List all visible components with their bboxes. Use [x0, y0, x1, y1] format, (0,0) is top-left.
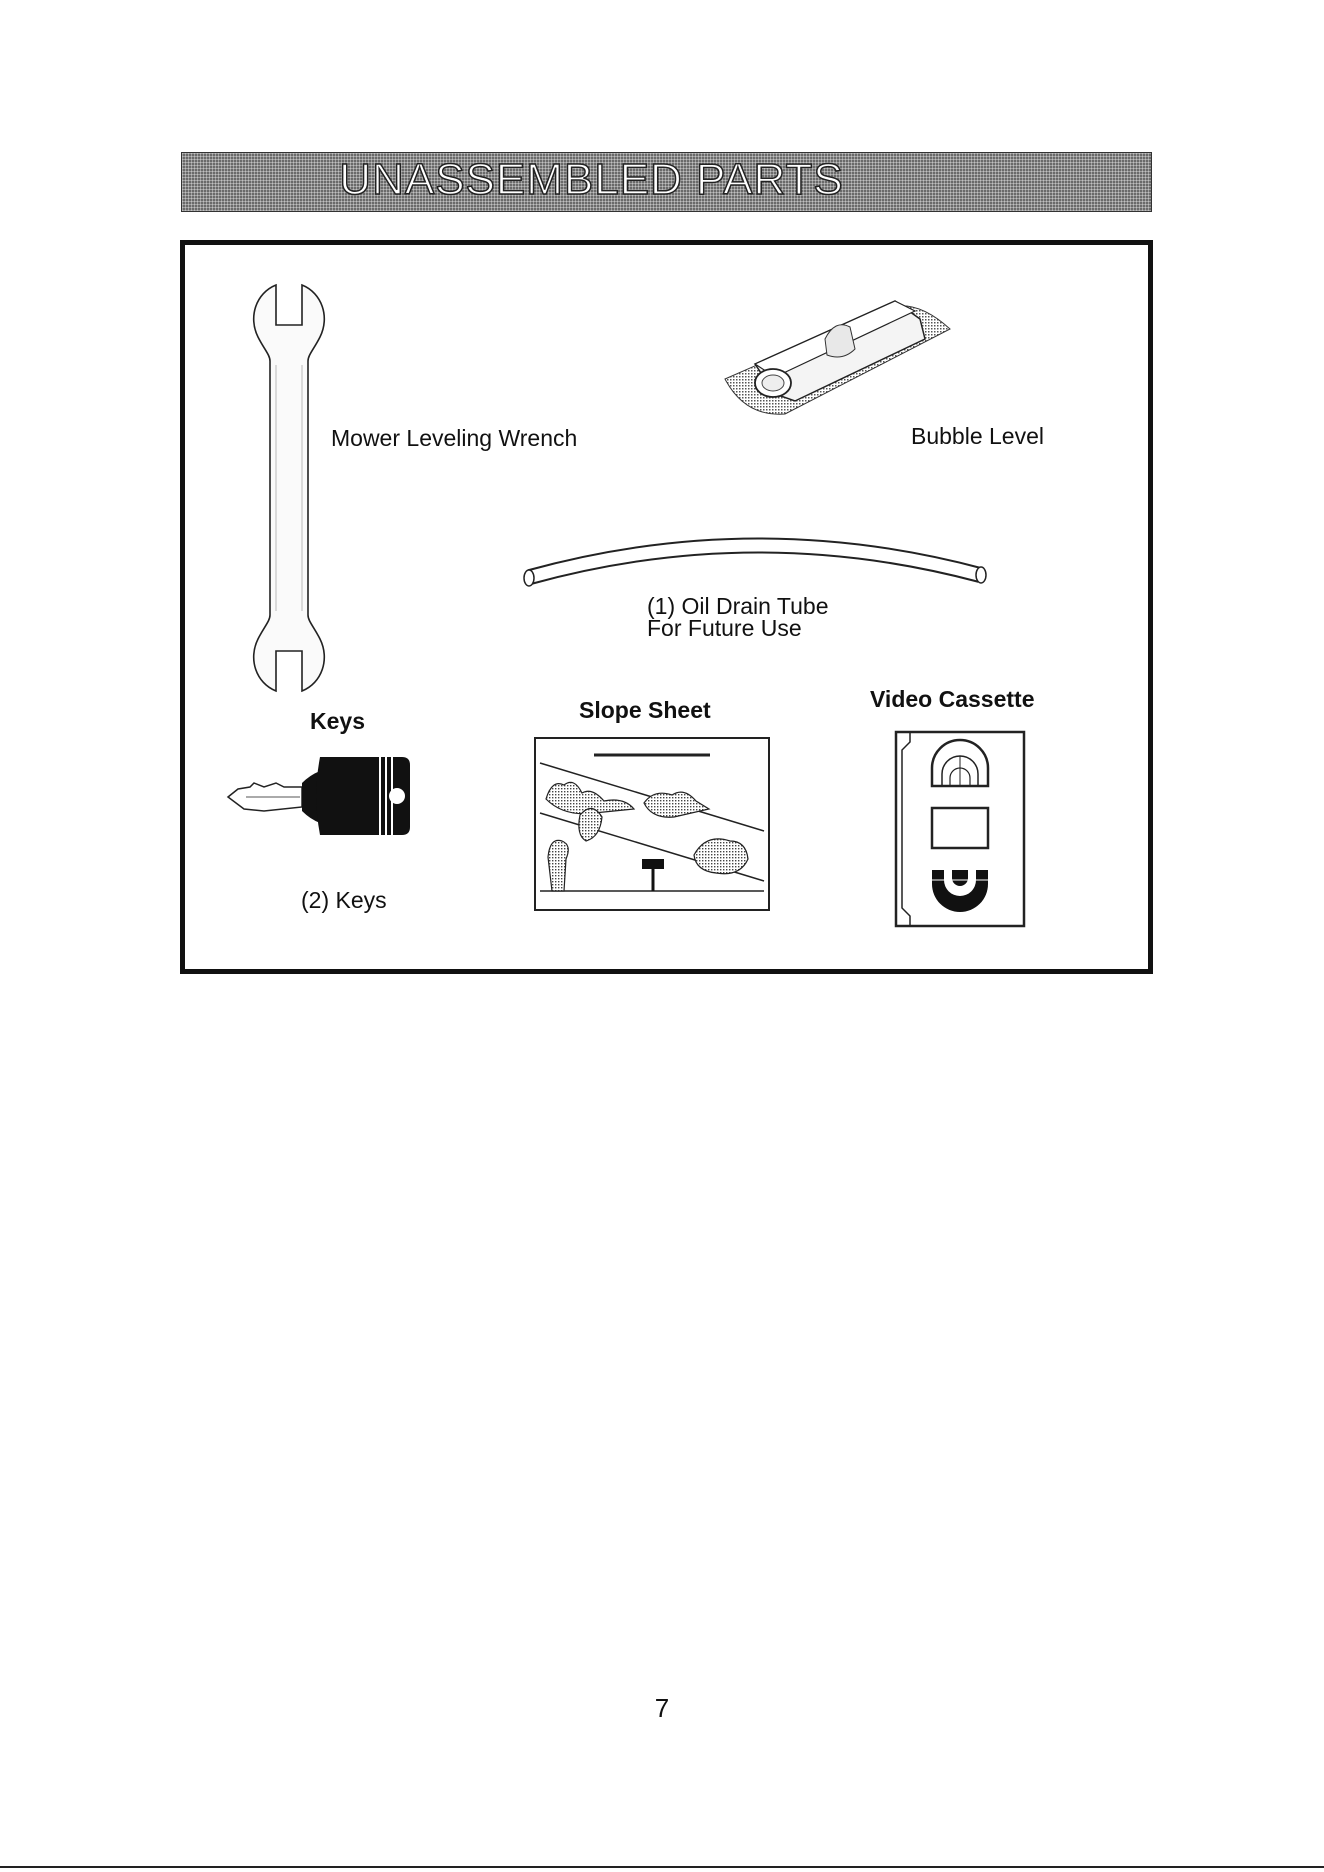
keys-caption: (2) Keys: [301, 887, 387, 914]
bubble-level-icon: [715, 289, 955, 419]
page-number: 7: [0, 1693, 1324, 1724]
keys-heading: Keys: [310, 708, 365, 735]
slope-sheet-icon: [534, 737, 770, 911]
parts-frame: Mower Leveling Wrench Bubble Level (1) O…: [180, 240, 1153, 974]
wrench-icon: [244, 275, 334, 701]
page-bottom-rule: [0, 1866, 1324, 1868]
bubble-level-label: Bubble Level: [911, 423, 1044, 450]
wrench-label: Mower Leveling Wrench: [331, 425, 577, 452]
section-title: UNASSEMBLED PARTS: [107, 155, 1076, 205]
key-icon: [224, 753, 414, 837]
video-cassette-heading: Video Cassette: [870, 686, 1034, 713]
oil-tube-label-line2: For Future Use: [647, 615, 802, 642]
video-cassette-icon: [894, 730, 1028, 930]
slope-sheet-heading: Slope Sheet: [579, 697, 711, 724]
section-banner: UNASSEMBLED PARTS: [181, 152, 1152, 212]
